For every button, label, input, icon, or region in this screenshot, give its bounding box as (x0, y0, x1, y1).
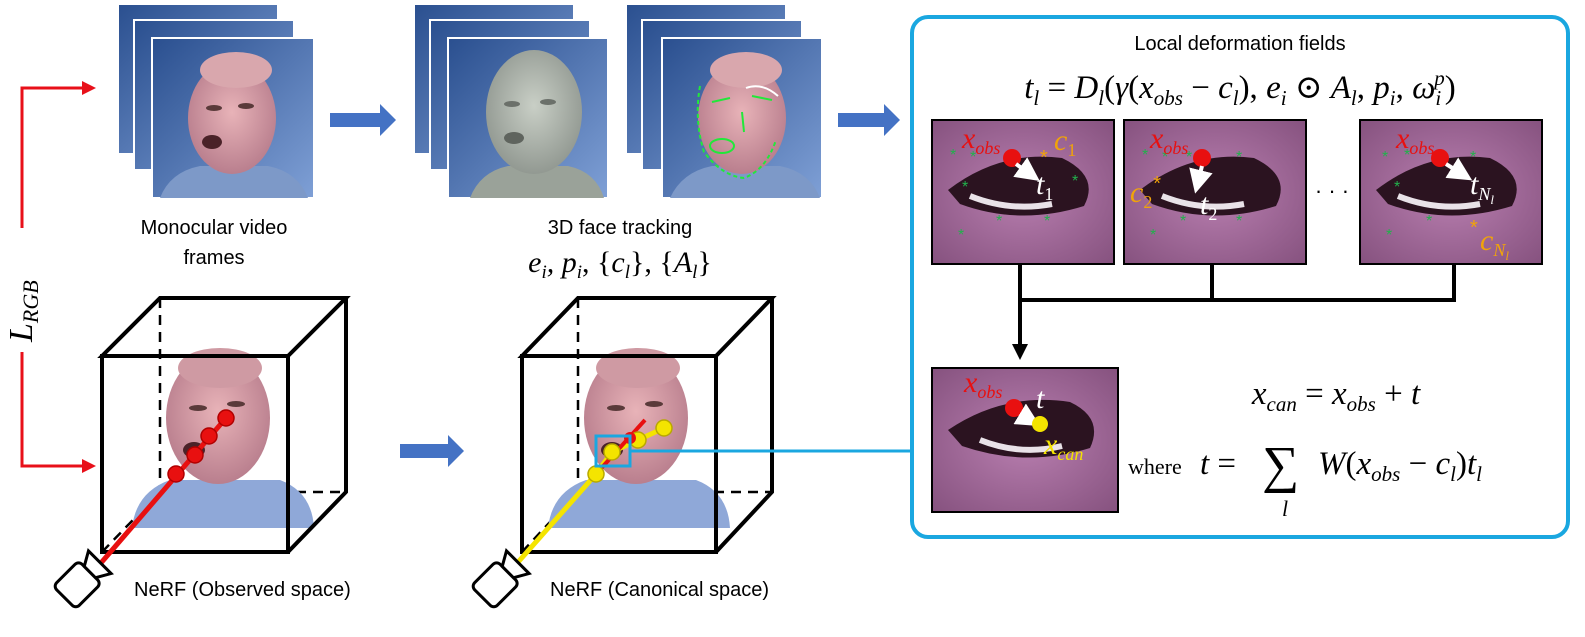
observed-camera-icon (53, 547, 115, 609)
tracking-mesh-stack (413, 3, 609, 199)
canonical-sample-point-4 (655, 419, 673, 437)
observed-caption: NeRF (Observed space) (134, 579, 351, 601)
landmark-frame-front (661, 37, 823, 199)
deformation-panel-title: Local deformation fields (1134, 33, 1345, 55)
aggregation-bracket (1012, 264, 1456, 360)
loss-arrow-bottom-line (20, 352, 84, 468)
lip-crop-1: * * * * * * * * xobs c1 t1 (931, 119, 1115, 265)
blend-lhs: t = (1200, 446, 1236, 482)
svg-text:*: * (1404, 147, 1410, 164)
svg-text:*: * (1162, 149, 1168, 166)
canonical-point-equation: xcan = xobs + t (1251, 376, 1421, 416)
svg-text:*: * (1072, 173, 1078, 190)
video-frames-caption: Monocular video frames (141, 217, 288, 269)
loss-arrow-top-head (82, 81, 96, 95)
svg-text:*: * (970, 149, 976, 166)
canonical-cube-side-edges (714, 298, 774, 554)
loss-arrow-group: LRGB (3, 81, 96, 473)
blend-where-word: where (1128, 454, 1182, 479)
svg-text:*: * (996, 213, 1002, 230)
flow-arrow-observed-to-canonical (400, 435, 464, 467)
svg-text:*: * (1044, 213, 1050, 230)
svg-text:*: * (958, 227, 964, 244)
tracking-caption-params: ei, pi, {cl}, {Al} (528, 246, 712, 283)
observed-sample-point-4 (217, 409, 235, 427)
tracking-caption: 3D face tracking ei, pi, {cl}, {Al} (528, 217, 712, 283)
lip-crop-2: * * * * * * * xobs c2* t2 (1123, 119, 1307, 265)
canonical-crop-t-label: t (1036, 382, 1045, 415)
cube-top-face (97, 296, 351, 358)
canonical-camera-icon (471, 547, 533, 609)
tracking-landmark-stack (625, 3, 823, 199)
svg-text:*: * (1382, 149, 1388, 166)
tracking-caption-title: 3D face tracking (548, 217, 693, 239)
blend-sum-index: l (1282, 496, 1288, 521)
svg-text:*: * (950, 147, 956, 164)
canonical-sample-point-2 (603, 443, 621, 461)
nerf-observed-cube: NeRF (Observed space) (53, 296, 351, 609)
svg-text:*: * (1236, 149, 1242, 166)
crop-ellipsis: · · · (1315, 178, 1349, 203)
lip-crop-canonical: xobs t xcan (931, 366, 1119, 513)
video-frames-stack (117, 3, 315, 199)
mesh-frame-front (447, 37, 609, 199)
nerf-canonical-cube: NeRF (Canonical space) (471, 296, 777, 609)
svg-text:*: * (1470, 217, 1478, 239)
frame-front (151, 37, 315, 199)
video-frames-caption-line1: Monocular video (141, 217, 288, 239)
observed-sample-point-2 (186, 446, 204, 464)
svg-text:*: * (962, 179, 968, 196)
cube-side-edges (286, 298, 348, 554)
canonical-caption: NeRF (Canonical space) (550, 579, 769, 601)
flow-arrow-tracking-to-deformation (838, 104, 900, 136)
loss-label-backdrop (4, 228, 40, 346)
blend-rhs: W(xobs − cl)tl (1318, 446, 1482, 486)
observed-sample-point-1 (167, 465, 185, 483)
svg-text:*: * (1150, 227, 1156, 244)
deformation-equation: tl = Dl(γ(xobs − cl), ei ⊙ Al, pi, ωip) (1024, 66, 1455, 110)
cube-front-face (100, 354, 290, 554)
loss-label: LRGB (3, 280, 43, 343)
canonical-cube-top-face (517, 296, 777, 358)
svg-text:*: * (1186, 149, 1192, 166)
observed-ray (86, 416, 228, 580)
svg-text:*: * (1394, 179, 1400, 196)
loss-arrow-bottom-head (82, 459, 96, 473)
svg-text:*: * (1180, 213, 1186, 230)
svg-text:*: * (1040, 147, 1048, 169)
svg-text:*: * (1470, 149, 1476, 166)
observed-sample-point-3 (200, 427, 218, 445)
flow-arrow-frames-to-tracking (330, 104, 396, 136)
lip-crop-n: * * * * * * xobs tNl * cNl (1359, 119, 1543, 265)
svg-text:*: * (1386, 227, 1392, 244)
svg-text:*: * (1426, 213, 1432, 230)
blend-sum-symbol: ∑ (1262, 437, 1299, 494)
video-frames-caption-line2: frames (183, 247, 244, 269)
svg-text:*: * (1236, 213, 1242, 230)
canonical-sample-point-1 (587, 465, 605, 483)
blend-equation: where t = ∑ l W(xobs − cl)tl (1128, 437, 1482, 521)
canonical-cube-front-face (520, 354, 718, 554)
svg-text:*: * (1142, 147, 1148, 164)
